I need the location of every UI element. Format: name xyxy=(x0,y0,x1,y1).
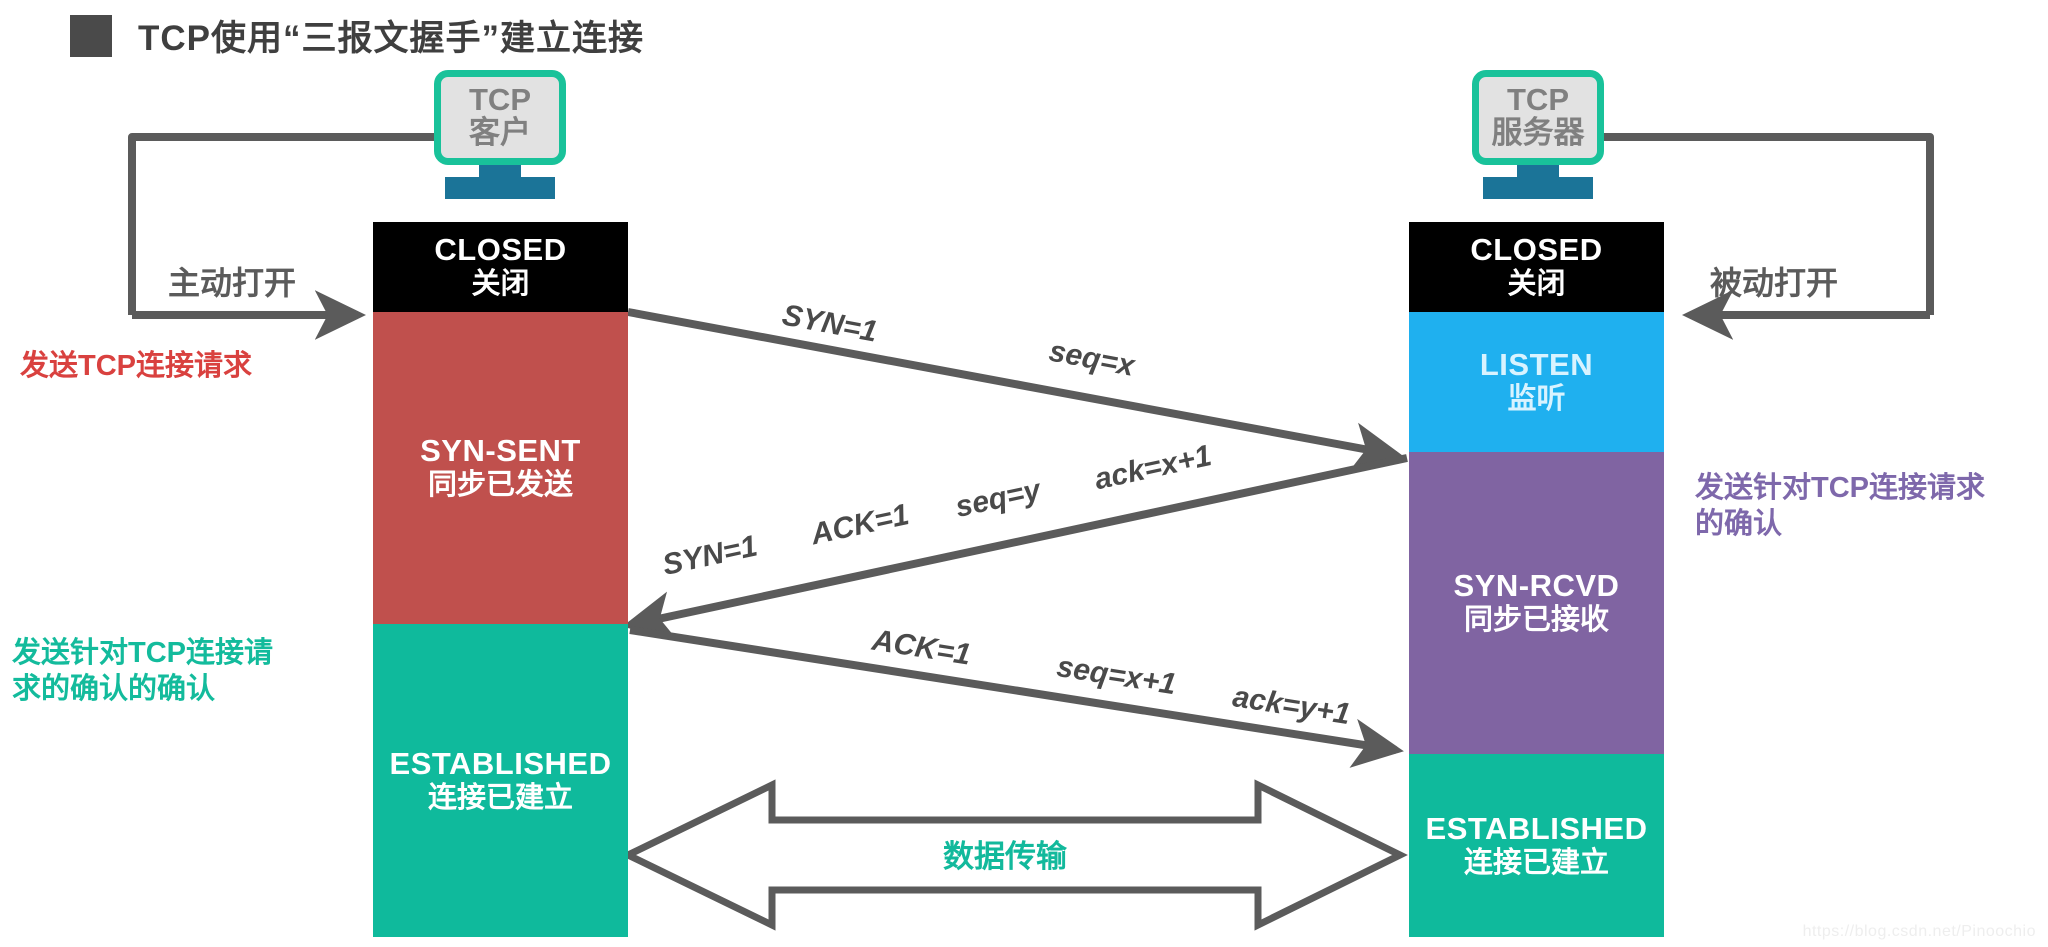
server-state-established-en: ESTABLISHED xyxy=(1425,810,1648,846)
server-state-syn-rcvd: SYN-RCVD 同步已接收 xyxy=(1409,452,1664,754)
server-state-listen: LISTEN 监听 xyxy=(1409,312,1664,452)
page-title: TCP使用“三报文握手”建立连接 xyxy=(70,10,644,61)
segment-3-arrow: ACK=1 seq=x+1 ack=y+1 xyxy=(629,623,1404,768)
segment-2-label-seq: seq=y xyxy=(953,473,1045,524)
server-state-syn-rcvd-en: SYN-RCVD xyxy=(1453,568,1620,604)
send-ack-of-ack-line1: 发送针对TCP连接请 xyxy=(12,637,274,669)
server-state-closed-en: CLOSED xyxy=(1470,232,1603,268)
client-state-established-en: ESTABLISHED xyxy=(389,745,612,781)
send-ack-of-ack-line2: 求的确认的确认 xyxy=(12,673,216,706)
client-state-syn-sent-en: SYN-SENT xyxy=(420,433,581,469)
tcp-client-label-line2: 客户 xyxy=(469,115,531,151)
tcp-server-host: TCP 服务器 xyxy=(1472,70,1604,201)
tcp-client-badge: TCP 客户 xyxy=(434,70,566,165)
segment-2-label-ackx: ack=x+1 xyxy=(1092,439,1215,496)
server-state-listen-cn: 监听 xyxy=(1507,383,1566,416)
server-device-icon xyxy=(1472,164,1604,201)
client-state-closed-en: CLOSED xyxy=(434,232,567,268)
server-state-established: ESTABLISHED 连接已建立 xyxy=(1409,754,1664,937)
client-state-established: ESTABLISHED 连接已建立 xyxy=(373,624,628,937)
segment-2-label-syn: SYN=1 xyxy=(660,529,761,582)
data-transfer-arrow xyxy=(619,779,1408,931)
tcp-client-host: TCP 客户 xyxy=(434,70,566,201)
send-tcp-request-label: 发送TCP连接请求 xyxy=(20,350,253,382)
server-state-closed: CLOSED 关闭 xyxy=(1409,222,1664,312)
server-send-ack-label: 发送针对TCP连接请求 的确认 xyxy=(1695,470,1985,543)
segment-2-label-ack: ACK=1 xyxy=(807,498,912,551)
client-device-icon xyxy=(434,164,566,201)
passive-open-connector xyxy=(1545,133,1934,340)
tcp-server-label-line2: 服务器 xyxy=(1491,115,1585,151)
client-state-column: CLOSED 关闭 SYN-SENT 同步已发送 ESTABLISHED 连接已… xyxy=(373,222,628,937)
server-send-ack-line1: 发送针对TCP连接请求 xyxy=(1695,472,1986,504)
segment-1-arrow: SYN=1 seq=x xyxy=(627,299,1404,472)
client-state-syn-sent-cn: 同步已发送 xyxy=(427,469,573,502)
client-state-closed: CLOSED 关闭 xyxy=(373,222,628,312)
client-state-established-cn: 连接已建立 xyxy=(427,781,573,814)
active-open-connector xyxy=(128,133,437,340)
server-state-established-cn: 连接已建立 xyxy=(1463,846,1609,879)
segment-3-label-seq: seq=x+1 xyxy=(1055,650,1179,701)
server-state-listen-en: LISTEN xyxy=(1479,347,1594,383)
server-state-closed-cn: 关闭 xyxy=(1507,268,1566,301)
server-send-ack-line2: 的确认 xyxy=(1695,508,1783,541)
title-bullet-icon xyxy=(70,14,112,57)
tcp-server-badge: TCP 服务器 xyxy=(1472,70,1604,165)
tcp-client-label-line1: TCP xyxy=(469,82,531,117)
data-transfer-label: 数据传输 xyxy=(943,839,1067,874)
active-open-label: 主动打开 xyxy=(168,265,297,301)
client-state-closed-cn: 关闭 xyxy=(471,268,530,301)
client-state-syn-sent: SYN-SENT 同步已发送 xyxy=(373,312,628,624)
server-state-syn-rcvd-cn: 同步已接收 xyxy=(1463,604,1609,637)
server-state-column: CLOSED 关闭 LISTEN 监听 SYN-RCVD 同步已接收 ESTAB… xyxy=(1409,222,1664,937)
segment-3-label-ack: ACK=1 xyxy=(869,623,973,671)
segment-1-label-seq: seq=x xyxy=(1046,335,1138,383)
title-text: TCP使用“三报文握手”建立连接 xyxy=(138,19,645,58)
send-ack-of-ack-label: 发送针对TCP连接请 求的确认的确认 xyxy=(12,635,273,708)
passive-open-label: 被动打开 xyxy=(1710,265,1839,301)
watermark: https://blog.csdn.net/Pinoochio xyxy=(1802,923,2036,940)
tcp-server-label-line1: TCP xyxy=(1507,82,1569,117)
segment-2-arrow: SYN=1 ACK=1 seq=y ack=x+1 xyxy=(622,439,1408,641)
